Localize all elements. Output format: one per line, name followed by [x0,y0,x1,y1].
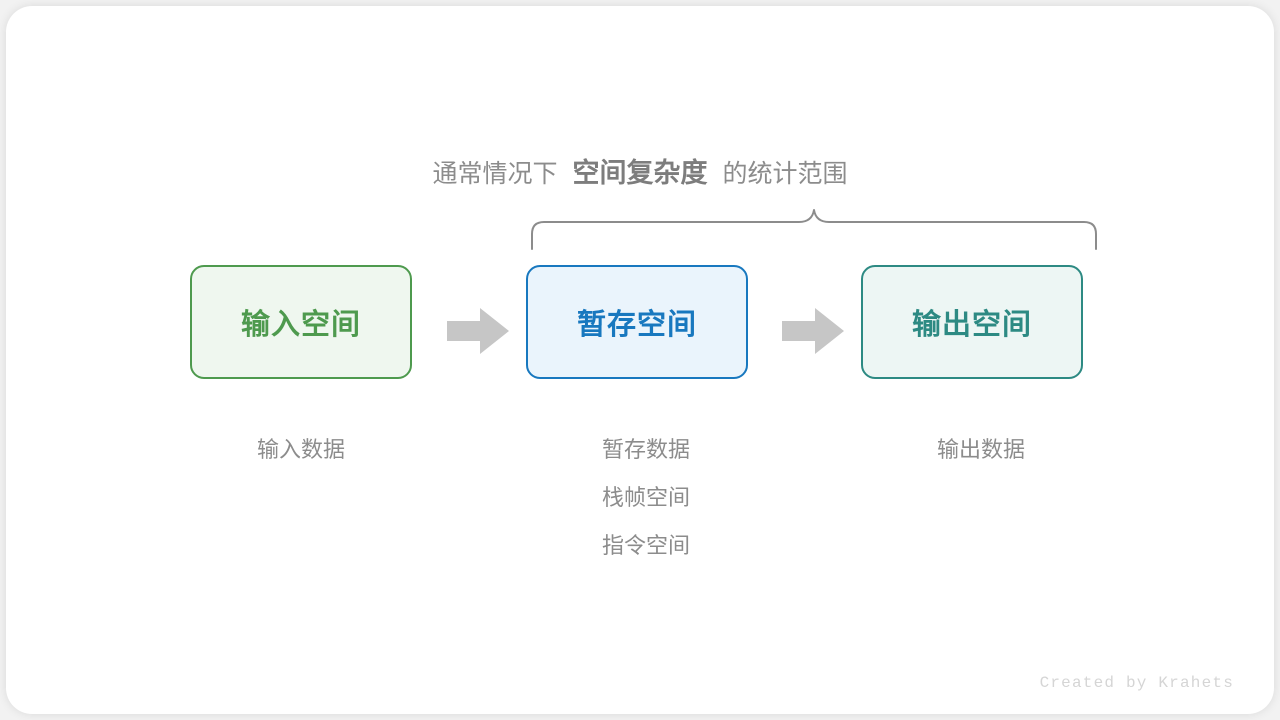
caption-output: 输出数据 [851,426,1111,474]
box-input-space-label: 输入空间 [240,309,361,341]
box-input-space[interactable]: 输入空间 [190,265,412,379]
caption-text: 暂存数据 [601,437,690,462]
diagram-card: 通常情况下 空间复杂度 的统计范围 输入空间 暂存空间 输出空间 [6,6,1274,714]
watermark-credit: Created by Krahets [1039,674,1234,692]
pipeline-row: 输入空间 暂存空间 输出空间 [6,6,1274,714]
title-emphasis: 空间复杂度 [572,158,708,188]
box-output-space-label: 输出空间 [911,309,1032,341]
title-prefix: 通常情况下 [432,160,558,188]
caption-temp: 暂存数据 栈帧空间 指令空间 [516,426,776,570]
box-temp-space-label: 暂存空间 [576,309,697,341]
title-suffix: 的统计范围 [722,160,848,188]
caption-text: 输出数据 [936,437,1025,462]
caption-text: 栈帧空间 [601,485,690,510]
caption-input: 输入数据 [171,426,431,474]
arrow-right-icon [447,308,509,354]
box-output-space[interactable]: 输出空间 [861,265,1083,379]
arrow-right-icon [782,308,844,354]
caption-text: 指令空间 [601,533,690,558]
page-title: 通常情况下 空间复杂度 的统计范围 [6,152,1274,195]
caption-text: 输入数据 [256,437,345,462]
box-temp-space[interactable]: 暂存空间 [526,265,748,379]
